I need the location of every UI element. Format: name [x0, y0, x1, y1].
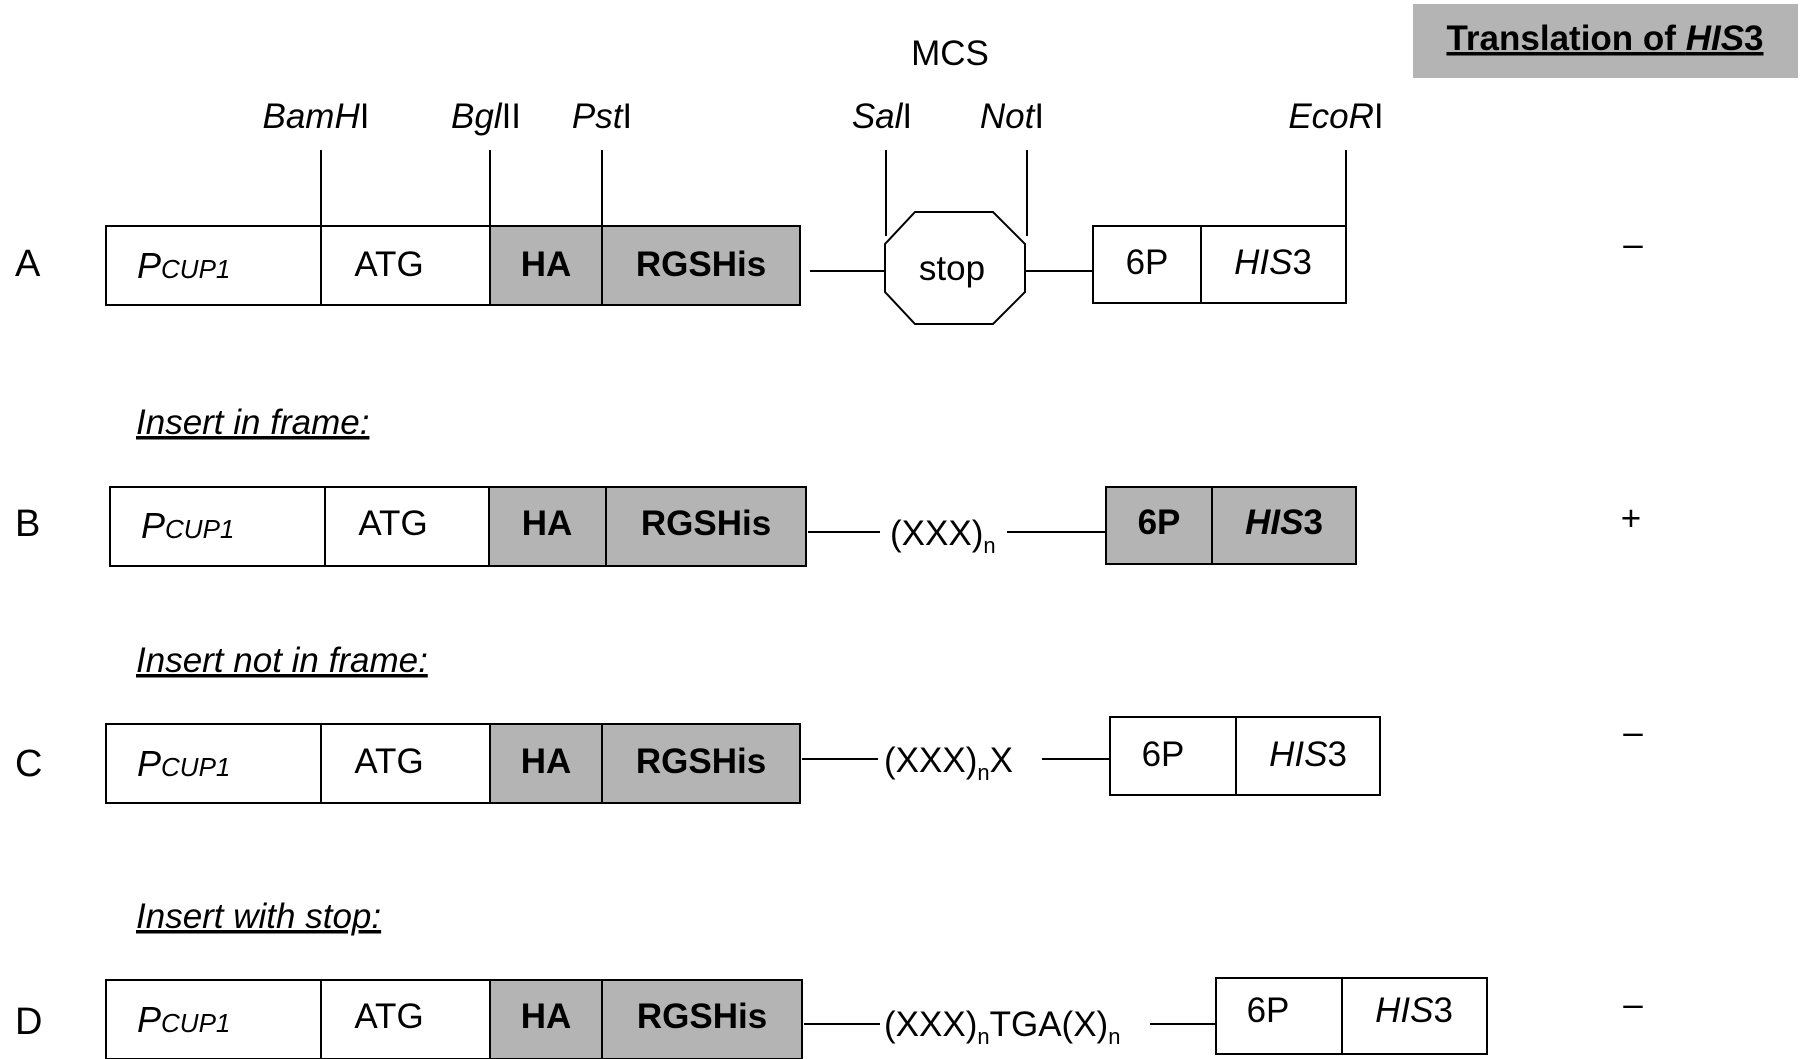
- atg-box: [324, 486, 490, 567]
- subtitle-c: Insert not in frame:: [136, 641, 428, 680]
- his3-box: [1235, 716, 1381, 796]
- result-a: –: [1623, 225, 1643, 264]
- result-d: –: [1623, 985, 1643, 1024]
- six-p-box: [1215, 977, 1343, 1055]
- insert-d: (XXX)nTGA(X)n: [884, 1005, 1120, 1049]
- atg-box: [320, 979, 491, 1059]
- his3-box: [1200, 225, 1347, 304]
- rgshis-label: RGSHis: [637, 997, 767, 1036]
- subtitle-d: Insert with stop:: [136, 897, 381, 936]
- result-c: –: [1623, 713, 1643, 752]
- row-letter: A: [15, 243, 41, 285]
- atg-label: ATG: [354, 742, 423, 781]
- atg-label: ATG: [354, 245, 423, 284]
- six-p-label: 6P: [1126, 243, 1169, 282]
- rgshis-label: RGSHis: [641, 504, 771, 543]
- promoter-box: [105, 979, 322, 1059]
- ha-label: HA: [522, 504, 573, 543]
- ha-label: HA: [521, 997, 572, 1036]
- row-b: Insert in frame: B PCUP1 ATG HA RGSHis (…: [15, 403, 1641, 567]
- promoter-box: [109, 486, 326, 567]
- ha-box: [489, 723, 603, 804]
- ha-label: HA: [521, 742, 572, 781]
- site-bamhi: BamHI: [263, 97, 370, 136]
- row-letter: C: [15, 743, 42, 785]
- rgshis-box: [601, 979, 803, 1059]
- his3-label: HIS3: [1269, 735, 1347, 774]
- stop-label: stop: [919, 249, 985, 288]
- rgshis-box: [601, 225, 801, 306]
- his3-label: HIS3: [1375, 991, 1453, 1030]
- his3-box: [1341, 977, 1488, 1055]
- stop-octagon: [884, 211, 1026, 325]
- insert-c: (XXX)nX: [884, 741, 1013, 785]
- mcs-label: MCS: [911, 34, 989, 73]
- header-background: [1413, 4, 1798, 78]
- rgshis-label: RGSHis: [636, 742, 766, 781]
- header-translation-label: Translation of HIS3: [1413, 4, 1798, 78]
- his3-label: HIS3: [1234, 243, 1312, 282]
- promoter-label: PCUP1: [137, 999, 230, 1040]
- ha-box: [489, 979, 603, 1059]
- ha-box: [488, 486, 607, 567]
- site-noti: NotI: [980, 97, 1044, 136]
- rgshis-box: [601, 723, 801, 804]
- site-psti: PstI: [572, 97, 632, 136]
- promoter-label: PCUP1: [141, 505, 234, 546]
- his3-label: HIS3: [1245, 503, 1323, 542]
- promoter-box: [105, 723, 322, 804]
- atg-label: ATG: [354, 997, 423, 1036]
- rgshis-box: [605, 486, 807, 567]
- atg-label: ATG: [358, 504, 427, 543]
- row-letter: B: [15, 503, 40, 545]
- row-letter: D: [15, 1001, 42, 1043]
- six-p-label: 6P: [1142, 735, 1185, 774]
- result-b: +: [1621, 499, 1641, 538]
- six-p-box: [1092, 225, 1202, 304]
- promoter-label: PCUP1: [137, 743, 230, 784]
- subtitle-b: Insert in frame:: [136, 403, 369, 442]
- header-title: Translation of HIS3: [1446, 19, 1763, 58]
- site-ecori: EcoRI: [1288, 97, 1383, 136]
- ha-box: [489, 225, 603, 306]
- rgshis-label: RGSHis: [636, 245, 766, 284]
- six-p-label: 6P: [1138, 503, 1181, 542]
- row-a: A PCUP1 ATG HA RGSHis stop 6P HIS3 –: [15, 211, 1643, 325]
- row-c: Insert not in frame: C PCUP1 ATG HA RGSH…: [15, 641, 1643, 804]
- his3-box: [1211, 486, 1357, 565]
- six-p-label: 6P: [1247, 991, 1290, 1030]
- site-sali: SalI: [852, 97, 912, 136]
- row-d: Insert with stop: D PCUP1 ATG HA RGSHis …: [15, 897, 1643, 1059]
- promoter-label: PCUP1: [137, 245, 230, 286]
- site-bglii: BglII: [451, 97, 521, 136]
- ha-label: HA: [521, 245, 572, 284]
- insert-b: (XXX)n: [890, 514, 996, 558]
